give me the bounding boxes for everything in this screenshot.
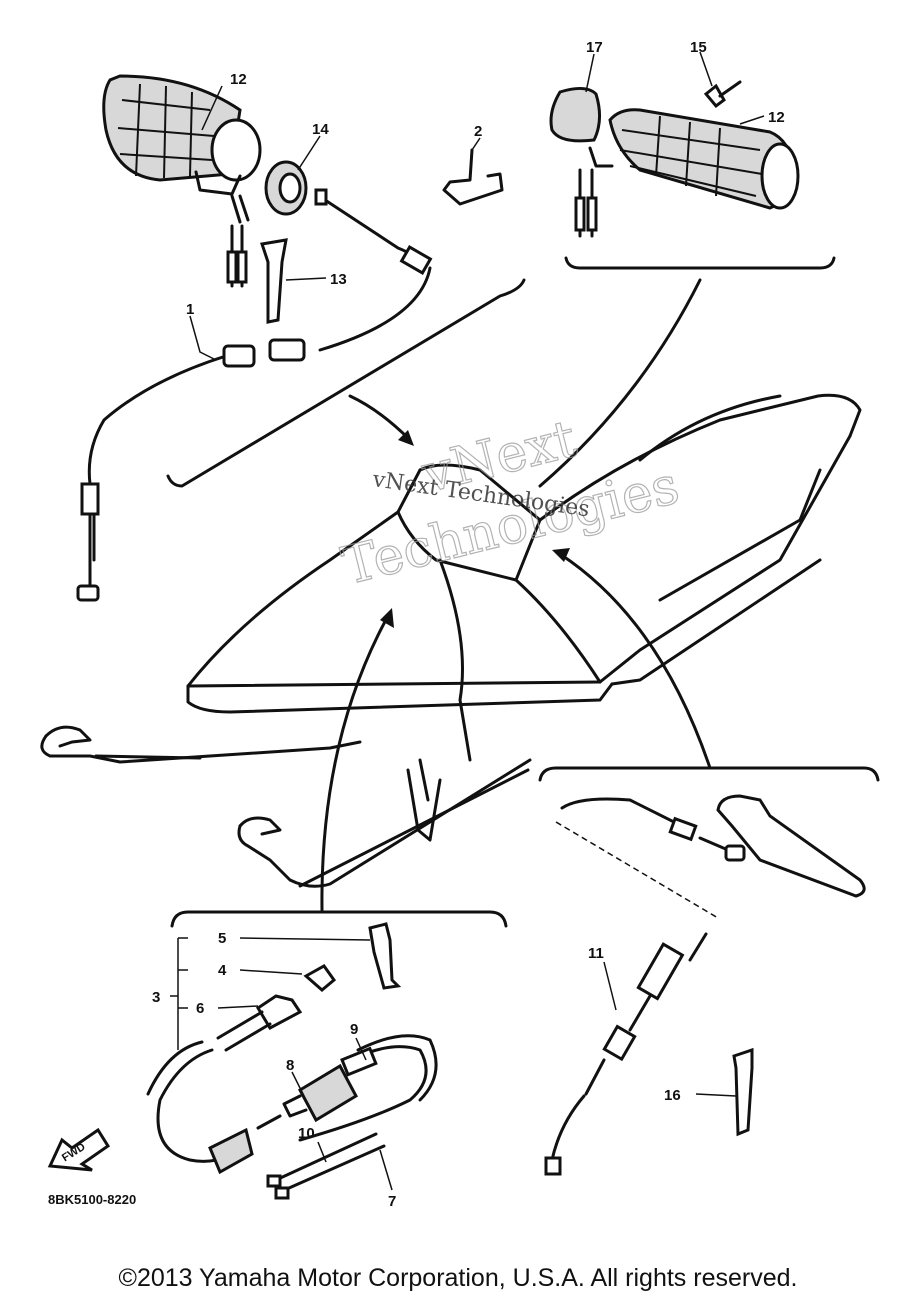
part-11-brake-cable (544, 932, 708, 1176)
part-2-clip (442, 148, 504, 206)
drawing-code: 8BK5100-8220 (48, 1192, 137, 1207)
part-12-grip-right (574, 108, 800, 238)
part-4-nut (303, 964, 337, 992)
callout-10: 10 (298, 1125, 315, 1142)
part-14-ring (264, 160, 308, 216)
callout-17: 17 (586, 39, 603, 56)
brake-lever (716, 794, 866, 898)
callout-2: 2 (474, 123, 482, 140)
part-15-screw (703, 80, 742, 109)
callout-6: 6 (196, 1000, 204, 1017)
callout-16: 16 (664, 1087, 681, 1104)
callout-13: 13 (330, 271, 347, 288)
callout-3: 3 (152, 989, 160, 1006)
callouts: 12 14 2 13 1 17 15 12 11 16 5 4 3 6 9 8 … (152, 39, 785, 1210)
part-16-band (732, 1047, 754, 1137)
copyright-notice: ©2013 Yamaha Motor Corporation, U.S.A. A… (118, 1264, 798, 1292)
callout-14: 14 (312, 121, 329, 138)
pointer-switch-arrowhead (380, 608, 394, 628)
part-17-cap (549, 87, 601, 143)
callout-7: 7 (388, 1193, 396, 1210)
part-6-switch (216, 994, 303, 1052)
callout-11: 11 (588, 945, 604, 962)
pointer-brake-arrowhead (552, 548, 570, 562)
bracket-right-grip-group (564, 256, 836, 270)
bracket-left-grip-group (166, 278, 526, 488)
bracket-brake-group (538, 766, 880, 782)
snowmobile-illustration (40, 393, 862, 888)
callout-15: 15 (690, 39, 707, 56)
callout-5: 5 (218, 930, 226, 947)
part-9-harness (298, 1034, 438, 1142)
brake-cable-end (560, 797, 746, 862)
part-12-grip-left (102, 74, 262, 288)
fwd-arrow: FWD (47, 1127, 111, 1172)
pointer-brake-group (558, 552, 712, 770)
callout-4: 4 (218, 962, 227, 979)
bracket-switch-group (170, 910, 508, 928)
callout-1: 1 (186, 301, 194, 318)
part-8-connector (282, 1063, 358, 1123)
part-5-bracket (368, 922, 402, 990)
part-1-throttle-cable (76, 188, 433, 602)
leader-lines (170, 51, 765, 1191)
part-10-wire (266, 1132, 386, 1200)
callout-12-left: 12 (230, 71, 247, 88)
pointer-left-arrowhead (398, 430, 414, 446)
callout-8: 8 (286, 1057, 294, 1074)
callout-9: 9 (350, 1021, 358, 1038)
pointer-right-group (538, 278, 702, 488)
part-3-switch-assembly (146, 1040, 282, 1175)
pointer-left-group (348, 394, 412, 442)
callout-12-right: 12 (768, 109, 785, 126)
parts-diagram: FWD 12 14 2 13 1 17 15 12 11 16 5 4 3 (40, 39, 880, 1210)
pointer-switch-group (320, 614, 390, 912)
part-13-band (260, 238, 288, 324)
brake-dashed-line (555, 821, 719, 919)
